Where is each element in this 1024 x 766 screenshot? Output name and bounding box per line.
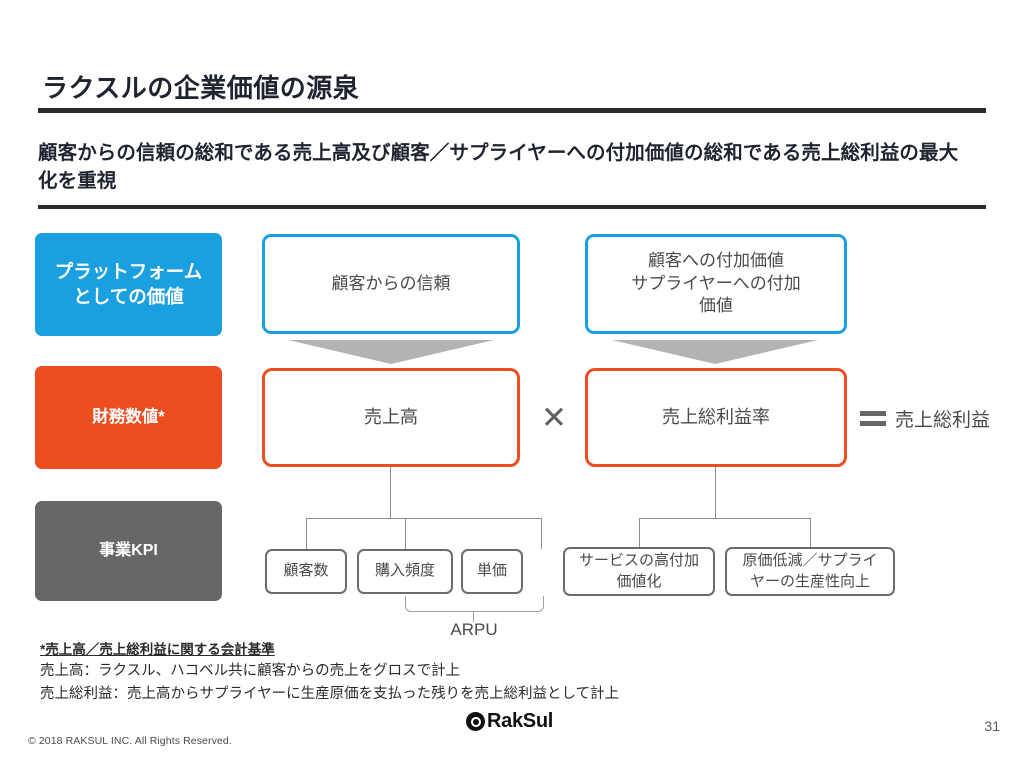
category-chip-platform-value: プラットフォームとしての価値 xyxy=(35,233,222,336)
connector-right-drop-2 xyxy=(810,518,812,547)
page-subtitle: 顧客からの信頼の総和である売上高及び顧客／サプライヤーへの付加価値の総和である売… xyxy=(38,142,959,192)
footnote-line-1: 売上高：ラクスル、ハコベル共に顧客からの売上をグロスで計上 xyxy=(40,663,461,680)
connector-left-drop-2 xyxy=(405,518,407,549)
box-revenue: 売上高 xyxy=(262,368,520,467)
box-kpi-service-value-add: サービスの高付加価値化 xyxy=(563,547,715,596)
funnel-arrow-right xyxy=(612,340,818,364)
box-kpi-customer-count: 顧客数 xyxy=(265,549,347,594)
connector-left-rail xyxy=(306,518,542,520)
equals-result: 売上総利益 xyxy=(860,405,990,432)
box-kpi-purchase-frequency: 購入頻度 xyxy=(357,549,453,594)
box-gross-profit-rate: 売上総利益率 xyxy=(585,368,847,467)
box-customer-trust: 顧客からの信頼 xyxy=(262,234,520,334)
connector-left-drop-3 xyxy=(541,518,543,549)
raksul-logo: RakSul xyxy=(466,710,554,732)
category-chip-business-kpi: 事業KPI xyxy=(35,501,222,601)
multiply-icon: ✕ xyxy=(541,400,567,435)
raksul-logo-mark-icon xyxy=(466,712,485,731)
result-label: 売上総利益 xyxy=(895,410,991,431)
subtitle-divider xyxy=(38,205,986,209)
connector-left-drop-1 xyxy=(306,518,308,549)
box-kpi-unit-price: 単価 xyxy=(461,549,523,594)
raksul-logo-text: RakSul xyxy=(487,710,554,732)
arpu-bracket xyxy=(405,596,544,612)
footnote: *売上高／売上総利益に関する会計基準 売上高：ラクスル、ハコベル共に顧客からの売… xyxy=(40,640,880,705)
connector-left-stem xyxy=(390,467,392,519)
title-divider xyxy=(38,108,986,113)
arpu-label: ARPU xyxy=(450,620,498,639)
box-added-value: 顧客への付加価値サプライヤーへの付加価値 xyxy=(585,234,847,334)
connector-right-rail xyxy=(639,518,811,520)
box-kpi-cost-reduction: 原価低減／サプライヤーの生産性向上 xyxy=(725,547,895,596)
arpu-bracket-tick xyxy=(473,611,475,622)
equals-icon xyxy=(860,410,886,427)
copyright-text: © 2018 RAKSUL INC. All Rights Reserved. xyxy=(28,735,232,747)
category-chip-financial-metrics: 財務数値* xyxy=(35,366,222,469)
page-title: ラクスルの企業価値の源泉 xyxy=(42,73,360,103)
connector-right-drop-1 xyxy=(639,518,641,547)
connector-right-stem xyxy=(715,467,717,519)
footnote-line-2: 売上総利益：売上高からサプライヤーに生産原価を支払った残りを売上総利益として計上 xyxy=(40,685,620,702)
page-number: 31 xyxy=(984,718,1000,734)
funnel-arrow-left xyxy=(288,340,494,364)
footnote-heading: *売上高／売上総利益に関する会計基準 xyxy=(40,642,275,657)
